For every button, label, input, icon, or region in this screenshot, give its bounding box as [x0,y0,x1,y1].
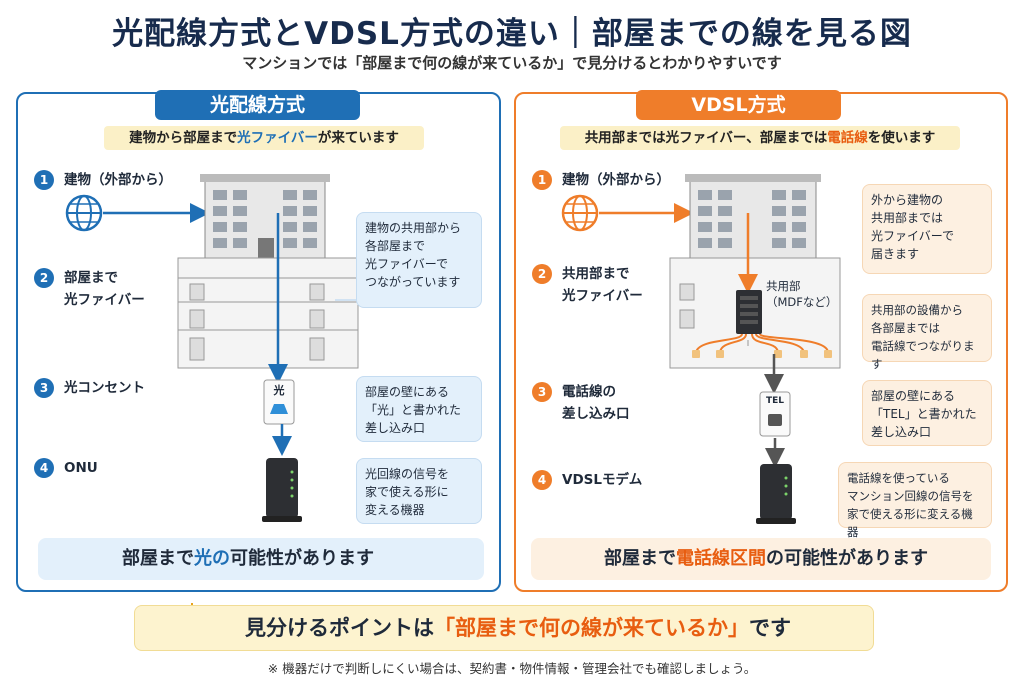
tel-outlet-label: TEL [765,396,785,406]
vdsl-method-tag: VDSL方式 [636,90,841,120]
key-point-box [134,605,874,651]
step-label: VDSLモデム [562,472,643,488]
onu-device-icon [262,458,302,522]
fiber-method-tag: 光配線方式 [155,90,360,120]
optical-outlet-label: 光 [273,384,285,397]
building-left [177,174,359,369]
step-label: 建物（外部から） [64,172,172,188]
vdsl-modem-icon [756,464,796,524]
step-label: 部屋まで [64,270,118,286]
step-number: 1 [532,170,552,190]
fiber-banner-post: が来ています [317,130,399,146]
callout-vdsl-building: 外から建物の共用部までは光ファイバーで届きます [862,184,992,274]
fiber-conclusion [38,538,484,580]
fiber-banner: 建物から部屋まで光ファイバーが来ています [104,126,424,150]
step-label-highlight: 光ファイバー [64,292,145,308]
step-number: 1 [34,170,54,190]
fiber-conclusion-text: 部屋まで光の可能性があります [122,548,374,569]
step-number: 4 [532,470,552,490]
callout-fiber-building: 建物の共用部から各部屋まで光ファイバーでつながっています [356,212,482,308]
vdsl-banner-pre: 共用部までは光ファイバー、部屋までは [584,130,828,146]
step-label: 建物（外部から） [562,172,670,188]
callout-optical-outlet: 部屋の壁にある「光」と書かれた差し込み口 [356,376,482,442]
globe-icon-right [561,194,599,232]
vdsl-banner-highlight: 電話線 [827,130,868,146]
key-point-text: 見分けるポイントは「部屋まで何の線が来ているか」です [245,616,791,640]
step-number: 3 [34,378,54,398]
step-label: 差し込み口 [562,406,630,422]
step-number: 3 [532,382,552,402]
vdsl-conclusion-text: 部屋まで電話線区間の可能性があります [604,548,928,569]
step-number: 2 [34,268,54,288]
step-label: 光コンセント [64,380,145,396]
callout-onu: 光回線の信号を家で使える形に変える機器 [356,458,482,524]
step-label: 電話線の [562,384,616,400]
callout-vdsl-modem: 電話線を使っているマンション回線の信号を家で使える形に変える機器 [838,462,992,539]
phone-lines [695,333,829,353]
vdsl-banner: 共用部までは光ファイバー、部屋までは電話線を使います [560,126,960,150]
step-label: 共用部まで [562,266,630,282]
step-number: 2 [532,264,552,284]
vdsl-banner-post: を使います [867,130,936,146]
globe-icon-left [65,194,103,232]
fiber-banner-highlight: 光ファイバー [237,130,318,146]
step-label: ONU [64,460,98,476]
callout-tel-outlet: 部屋の壁にある「TEL」と書かれた差し込み口 [862,380,992,446]
mdf-label: 共用部（MDFなど） [766,279,838,309]
tel-outlet-icon [759,391,791,437]
optical-outlet-icon [263,379,295,425]
page-subtitle: マンションでは「部屋まで何の線が来ているか」で見分けるとわかりやすいです [242,54,782,72]
fiber-banner-pre: 建物から部屋まで [129,130,238,146]
vdsl-conclusion [531,538,991,580]
footnote: ※ 機器だけで判断しにくい場合は、契約書・物件情報・管理会社でも確認しましょう。 [267,661,757,676]
mdf-device-icon [736,290,762,334]
page-title: 光配線方式とVDSL方式の違い｜部屋までの線を見る図 [112,16,912,52]
callout-mdf: 共用部の設備から各部屋までは電話線でつながります [862,294,992,371]
step-number: 4 [34,458,54,478]
step-label: 光ファイバー [562,288,643,304]
